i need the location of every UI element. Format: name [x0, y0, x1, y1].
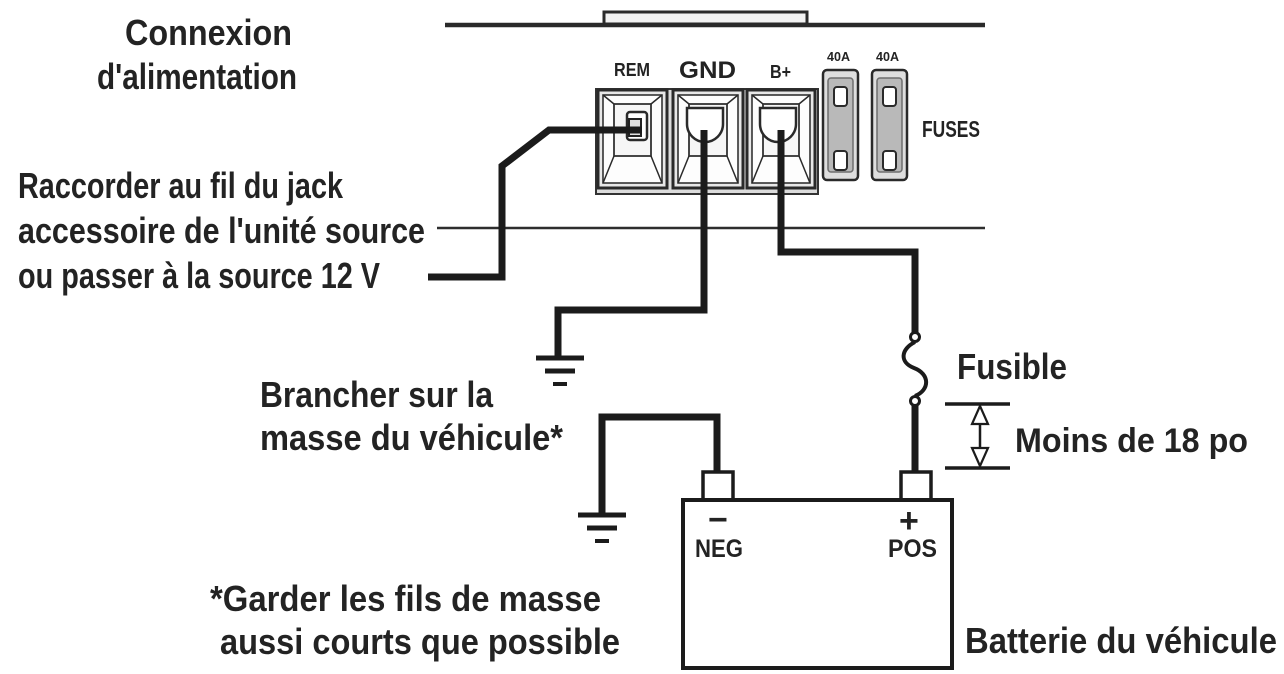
battery-box	[681, 470, 954, 670]
fuses-label: FUSES	[922, 116, 980, 142]
battery-neg-label: NEG	[695, 535, 743, 563]
terminal-rem	[596, 88, 669, 190]
fuse-symbol-icon	[901, 331, 929, 407]
battery-pos-sign: +	[899, 502, 919, 540]
terminal-label-bplus: B+	[770, 62, 791, 82]
dimension-arrow-icon	[945, 402, 1010, 470]
battery-pos-label: POS	[888, 535, 937, 563]
remote-wire	[428, 126, 642, 281]
remote-callout-line3: ou passer à la source 12 V	[18, 255, 380, 296]
battery-pos-post	[899, 470, 933, 502]
ground-note-line2: aussi courts que possible	[220, 621, 620, 662]
ground-wire	[554, 130, 708, 356]
amplifier-chassis-edge	[445, 10, 985, 28]
diagram-title-line1: Connexion	[125, 12, 292, 53]
ground-callout-line1: Brancher sur la	[260, 374, 494, 415]
max-length-label: Moins de 18 po	[1015, 422, 1248, 460]
bplus-wire-upper	[777, 130, 919, 333]
terminal-label-rem: REM	[614, 60, 650, 80]
fuse-rating-right: 40A	[876, 49, 900, 64]
battery-neg-wire	[598, 413, 721, 514]
battery-neg-post	[701, 470, 735, 502]
fuse-cartridge-left	[821, 68, 860, 182]
ground-symbol-icon	[536, 355, 584, 386]
ground-note-line1: *Garder les fils de masse	[210, 578, 601, 619]
ground-symbol-icon-2	[578, 512, 626, 543]
inline-fuse-label: Fusible	[957, 346, 1067, 387]
terminal-gnd	[671, 88, 745, 190]
fuse-rating-left: 40A	[827, 49, 851, 64]
terminal-label-gnd: GND	[679, 57, 736, 84]
remote-callout-line1: Raccorder au fil du jack	[18, 165, 344, 206]
ground-callout-line2: masse du véhicule*	[260, 417, 563, 458]
battery-label: Batterie du véhicule	[965, 620, 1277, 661]
battery-neg-sign: −	[708, 501, 728, 539]
diagram-title-line2: d'alimentation	[97, 56, 297, 97]
remote-callout-line2: accessoire de l'unité source	[18, 210, 425, 251]
fuse-cartridge-right	[870, 68, 909, 182]
